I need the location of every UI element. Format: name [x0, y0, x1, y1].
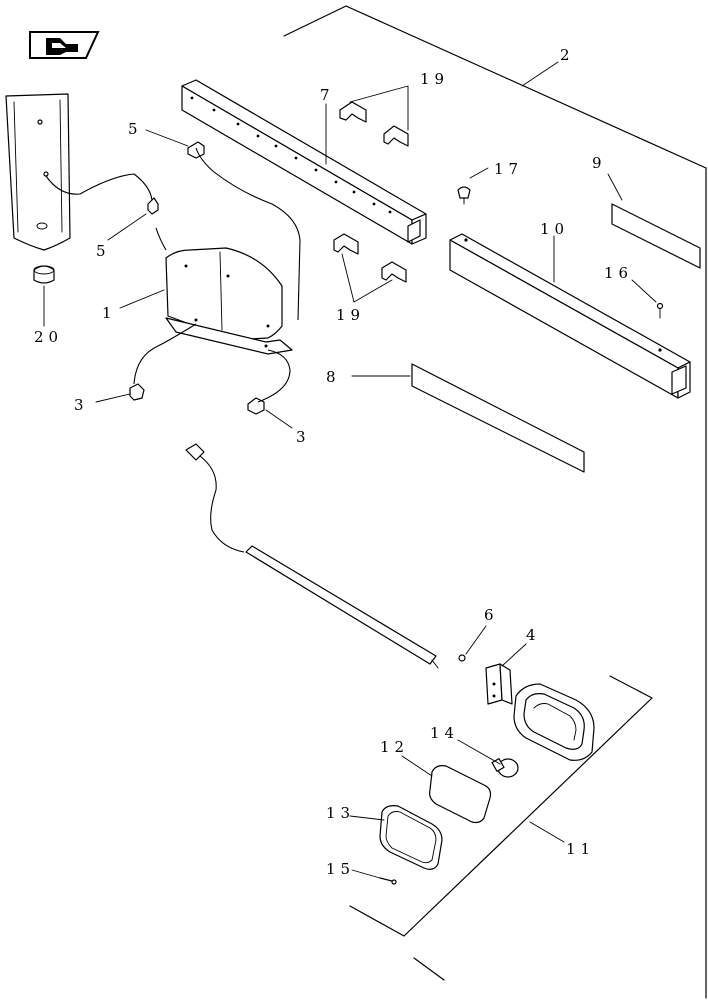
bracket-1	[165, 247, 293, 355]
callout-7: 7	[320, 86, 335, 104]
callout-17: 17	[494, 160, 523, 178]
bolt-3a	[129, 383, 145, 401]
assembly-boundary-11	[349, 675, 653, 981]
bulb-14	[491, 758, 519, 778]
callout-9: 9	[592, 154, 607, 172]
clip-19a	[339, 101, 367, 123]
lamp-housing	[513, 683, 595, 761]
callout-19-bottom: 19	[336, 306, 365, 324]
callout-5-left: 5	[96, 242, 111, 260]
lens-12	[429, 765, 492, 824]
wiring-harness	[185, 443, 439, 669]
callout-8: 8	[326, 368, 341, 386]
leader-lines	[43, 61, 657, 879]
beam-7	[181, 79, 427, 245]
mounting-plate-4	[485, 663, 513, 705]
cap-plug-20	[33, 265, 55, 284]
callout-6: 6	[484, 606, 499, 624]
nut-6	[458, 654, 466, 662]
clip-19d	[381, 261, 407, 283]
callout-4: 4	[526, 626, 541, 644]
clip-19b	[383, 125, 409, 147]
callout-20: 20	[34, 328, 63, 346]
screw-16	[656, 302, 664, 319]
plug-17	[457, 186, 471, 205]
screw-15	[379, 877, 397, 885]
clip-19c	[333, 233, 359, 255]
bezel-13	[379, 805, 443, 870]
callout-10: 10	[540, 220, 569, 238]
callout-15: 15	[326, 860, 355, 878]
alignment-lines	[45, 147, 301, 403]
next-page-arrow-icon[interactable]	[29, 31, 100, 59]
bolt-5a	[187, 141, 205, 159]
callout-16: 16	[604, 264, 633, 282]
assembly-boundary-2	[283, 5, 707, 999]
callout-13: 13	[326, 804, 355, 822]
callout-1: 1	[102, 304, 117, 322]
callout-2: 2	[560, 46, 575, 64]
decal-8	[411, 363, 585, 473]
decal-9	[611, 203, 701, 269]
bolt-3b	[247, 397, 265, 415]
callout-14: 14	[430, 724, 459, 742]
callout-5-top: 5	[128, 120, 143, 138]
callout-12: 12	[380, 738, 409, 756]
callout-3-left: 3	[74, 396, 89, 414]
callout-19-top: 19	[420, 70, 449, 88]
vertical-post	[5, 93, 71, 251]
callout-3-right: 3	[296, 428, 311, 446]
bolt-5b	[147, 197, 159, 215]
callout-11: 11	[566, 840, 595, 858]
beam-10	[449, 233, 691, 399]
